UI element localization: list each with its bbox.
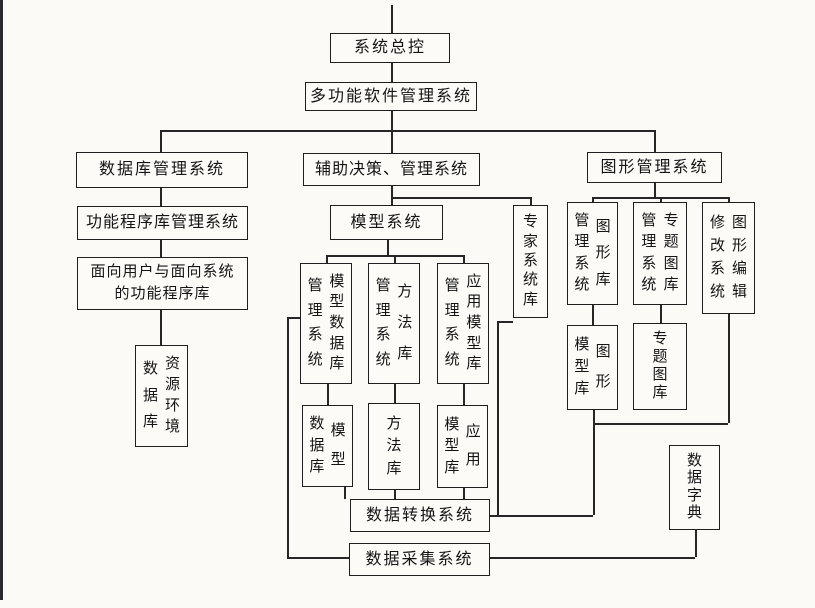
vertical-text-column: 专题图库 — [652, 331, 668, 401]
connector — [593, 423, 728, 425]
connector — [326, 255, 328, 263]
node-app-model-lib: 应用 模型库 — [437, 405, 488, 488]
connector — [394, 255, 396, 263]
connector — [660, 197, 662, 202]
vertical-text-column: 数据字典 — [686, 452, 702, 522]
vertical-text-column: 模型库 — [444, 416, 460, 476]
vertical-text-column: 资源环境 — [164, 356, 180, 435]
vertical-text-column: 图形库 — [595, 218, 611, 288]
node-data-convert: 数据转换系统 — [350, 499, 490, 532]
node-method-lib: 方法库 — [368, 403, 420, 490]
page-edge-artifact — [0, 0, 3, 600]
node-sys-master: 系统总控 — [330, 33, 450, 63]
node-data-dict: 数据字典 — [669, 445, 720, 530]
node-expert-system-lib: 专家系统库 — [513, 205, 548, 318]
connector — [394, 490, 396, 499]
connector — [490, 515, 593, 517]
connector — [497, 321, 499, 515]
vertical-text-column: 专题图库 — [663, 213, 679, 293]
connector — [287, 317, 300, 319]
connector — [391, 5, 393, 33]
node-aux-decision-mgmt: 辅助决策、管理系统 — [303, 153, 480, 186]
vertical-text-column: 管理系统 — [444, 277, 460, 369]
connector — [592, 197, 594, 202]
node-model-system: 模型系统 — [330, 205, 443, 240]
vertical-text-column: 管理系统 — [641, 213, 657, 293]
node-graphics-model-lib: 图形 模型库 — [567, 325, 618, 410]
vertical-text-column: 修改系统 — [709, 215, 725, 300]
node-resource-env-db: 资源环境 数据库 — [135, 345, 188, 447]
connector — [695, 530, 697, 557]
connector — [654, 183, 656, 197]
connector — [160, 130, 162, 152]
vertical-text-column: 模型 — [330, 423, 346, 468]
connector — [327, 384, 329, 405]
connector — [160, 310, 162, 345]
vertical-text-column: 应用 — [465, 423, 481, 469]
vertical-text-column: 数据库 — [309, 416, 325, 475]
connector — [463, 384, 465, 405]
vertical-text-column: 数据库 — [142, 361, 158, 430]
vertical-text-column: 图形编辑 — [731, 215, 747, 300]
node-user-sys-function-lib: 面向用户与面向系统 的功能程序库 — [77, 257, 248, 310]
connector — [660, 305, 662, 323]
vertical-text-column: 应用模型库 — [466, 273, 482, 373]
vertical-text-column: 管理系统 — [574, 213, 590, 293]
connector — [391, 111, 393, 130]
vertical-text-column: 方法库 — [386, 415, 402, 477]
node-database-mgmt: 数据库管理系统 — [76, 152, 248, 188]
connector — [593, 410, 595, 515]
connector — [463, 488, 465, 499]
connector — [490, 557, 695, 559]
node-method-lib-mgmt: 方法库 管理系统 — [368, 263, 420, 384]
connector — [728, 197, 730, 202]
node-model-db: 模型 数据库 — [302, 405, 353, 487]
connector — [387, 240, 389, 255]
node-theme-map-mgmt: 专题图库 管理系统 — [633, 202, 687, 305]
vertical-text-column: 图形 — [595, 344, 611, 390]
node-graphics-mgmt: 图形管理系统 — [587, 152, 722, 183]
connector — [530, 197, 532, 205]
node-graphics-lib-mgmt: 图形库 管理系统 — [567, 202, 618, 305]
connector — [391, 130, 393, 153]
node-function-lib-mgmt: 功能程序库管理系统 — [77, 206, 248, 240]
connector — [391, 63, 393, 82]
connector — [344, 487, 346, 499]
vertical-text-column: 方法库 — [397, 284, 413, 362]
node-theme-map-lib: 专题图库 — [633, 323, 687, 410]
connector — [592, 305, 594, 325]
node-graphics-edit: 图形编辑 修改系统 — [702, 202, 755, 314]
connector — [463, 255, 465, 263]
vertical-text-column: 管理系统 — [375, 277, 391, 369]
connector — [160, 240, 162, 257]
connector — [391, 186, 393, 205]
vertical-text-column: 管理系统 — [307, 277, 323, 369]
connector — [728, 314, 730, 423]
connector — [391, 197, 530, 199]
connector — [497, 321, 513, 323]
connector — [160, 188, 162, 206]
connector — [160, 130, 655, 132]
vertical-text-column: 模型数据库 — [329, 273, 345, 373]
vertical-text-column: 模型库 — [574, 337, 590, 397]
connector — [394, 384, 396, 403]
connector — [287, 557, 349, 559]
node-multi-software-mgmt: 多功能软件管理系统 — [305, 82, 477, 111]
connector — [654, 130, 656, 152]
connector — [287, 317, 289, 557]
node-data-collect: 数据采集系统 — [349, 543, 490, 576]
node-model-db-mgmt: 模型数据库 管理系统 — [300, 263, 352, 384]
node-app-model-lib-mgmt: 应用模型库 管理系统 — [437, 263, 489, 384]
vertical-text-column: 专家系统库 — [522, 214, 538, 308]
